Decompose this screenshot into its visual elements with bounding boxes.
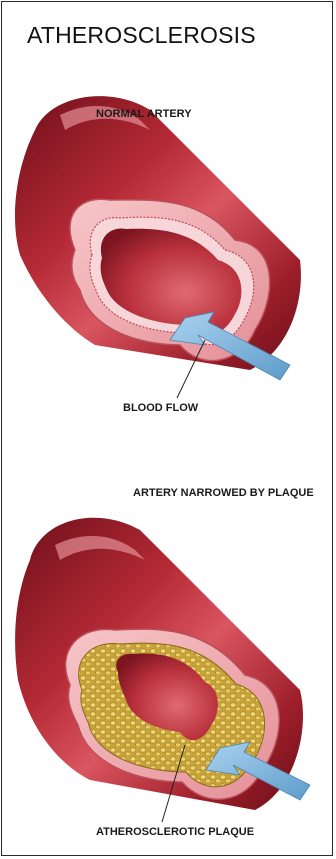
narrowed-artery-group <box>15 518 310 822</box>
normal-artery-label: NORMAL ARTERY <box>96 108 192 120</box>
normal-artery-group <box>15 96 301 398</box>
plaque-label: ATHEROSCLEROTIC PLAQUE <box>96 826 254 838</box>
narrowed-artery-label: ARTERY NARROWED BY PLAQUE <box>133 487 314 499</box>
blood-flow-label: BLOOD FLOW <box>123 402 198 414</box>
